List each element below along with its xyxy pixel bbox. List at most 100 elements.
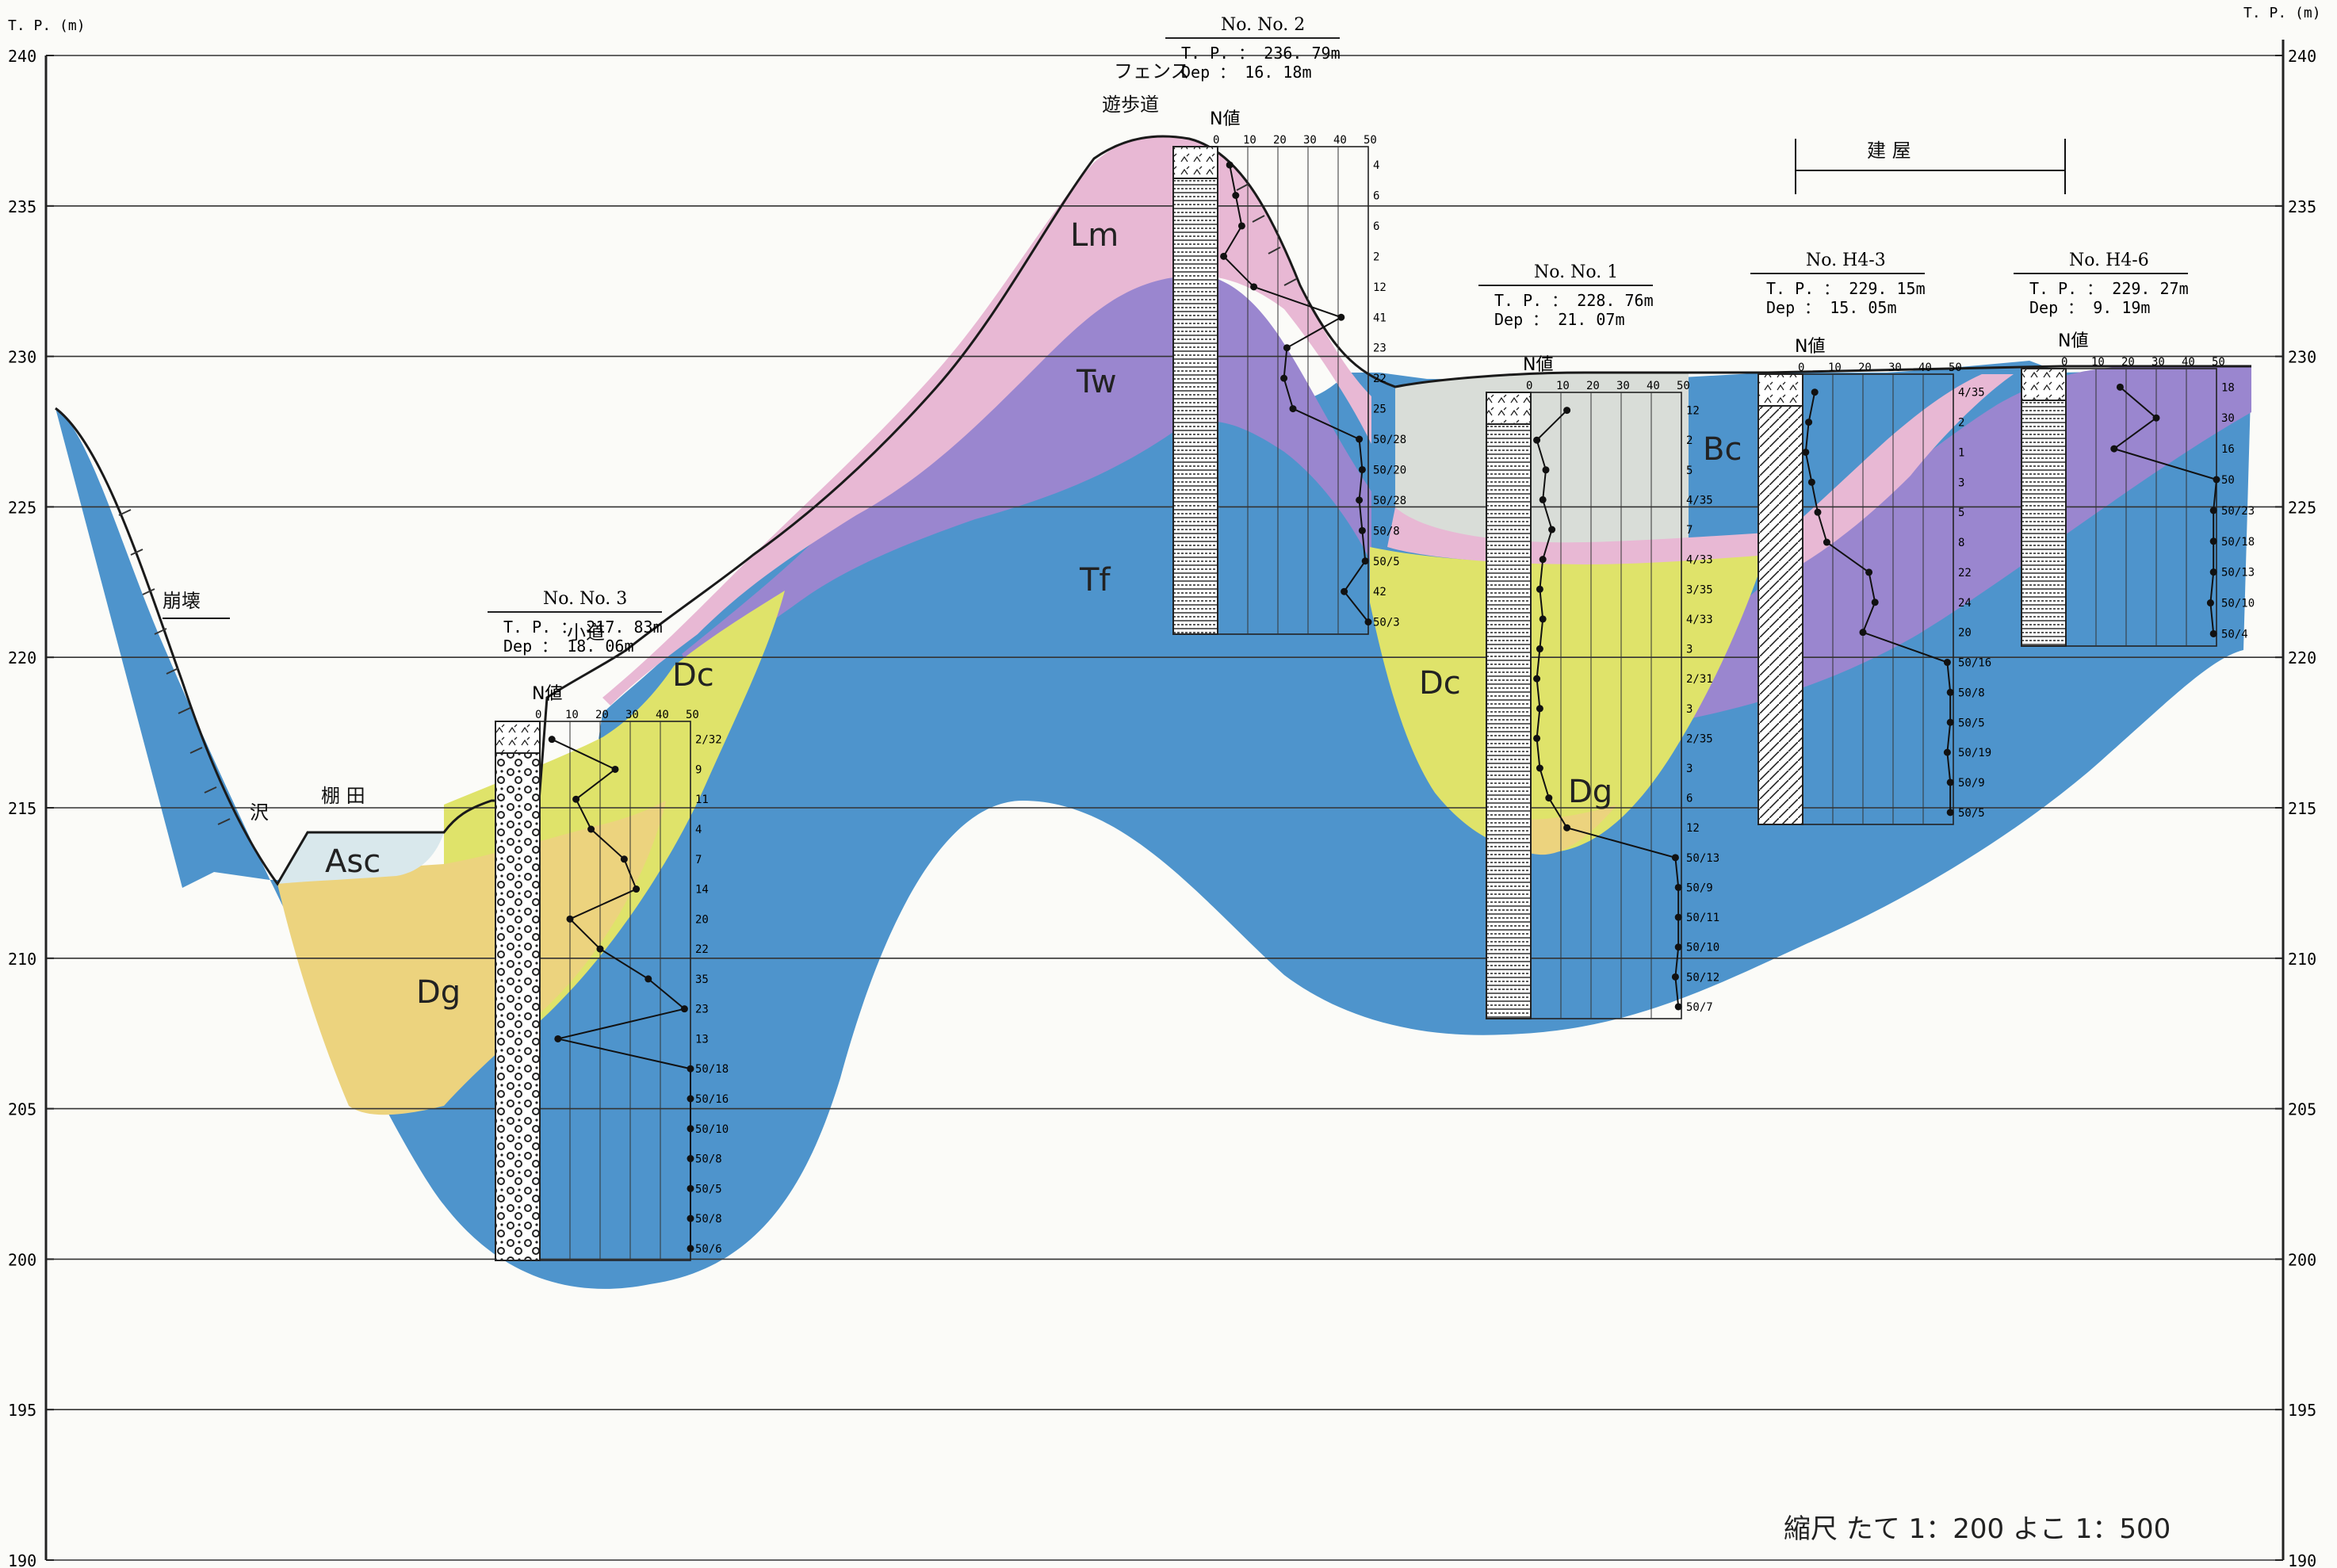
elevation-label-left: 220	[8, 648, 36, 667]
n-value: 9	[695, 763, 702, 776]
n-value: 20	[1958, 627, 1972, 640]
n-scale-tick: 50	[1364, 134, 1377, 147]
n-value: 42	[1373, 586, 1387, 599]
n-scale-tick: 0	[1213, 134, 1219, 147]
n-value-point	[1356, 435, 1364, 443]
building-label: 建 屋	[1867, 140, 1911, 162]
n-value: 50/5	[695, 1183, 722, 1195]
stream-label: 沢	[250, 801, 269, 824]
n-value-curve	[551, 738, 691, 1249]
n-value-point	[687, 1125, 694, 1133]
label-dc-right: Dc	[1419, 665, 1461, 702]
n-value-point	[1220, 252, 1228, 260]
borehole-column	[1486, 392, 1532, 1019]
n-scale-tick: 50	[1949, 361, 1962, 374]
n-value: 35	[695, 973, 709, 986]
n-scale-tick: 40	[1918, 361, 1932, 374]
n-value: 50/12	[1686, 971, 1719, 984]
elevation-label-left: 190	[8, 1551, 36, 1568]
path-label: 小道	[567, 621, 605, 644]
terraced-field-label: 棚 田	[321, 785, 365, 807]
n-value-point	[2116, 383, 2124, 391]
elevation-label-right: 225	[2288, 498, 2316, 517]
elevation-label-right: 220	[2288, 648, 2316, 667]
n-value-point	[1542, 466, 1550, 474]
n-value-point	[1364, 618, 1372, 626]
n-scale-tick: 30	[1888, 361, 1902, 374]
elevation-label-left: 240	[8, 47, 36, 66]
n-value-point	[1250, 283, 1258, 291]
label-tw: Tw	[1076, 364, 1117, 400]
n-value: 50/18	[695, 1063, 729, 1076]
n-value: 22	[1373, 373, 1387, 385]
n-scale-tick: 40	[1333, 134, 1347, 147]
n-scale-tick: 30	[1616, 380, 1630, 392]
elevation-label-left: 205	[8, 1100, 36, 1119]
n-value-point	[1536, 585, 1543, 593]
n-value: 50/13	[1686, 852, 1719, 865]
label-bc: Bc	[1703, 431, 1742, 468]
n-value-point	[1563, 824, 1571, 832]
n-value: 4/35	[1958, 387, 1985, 400]
n-value-graph	[1802, 373, 1954, 825]
n-value: 22	[1958, 567, 1972, 579]
n-value: 3	[1958, 476, 1964, 489]
n-value: 50/11	[1686, 912, 1719, 924]
n-scale-tick: 10	[2091, 356, 2105, 369]
n-value-point	[1536, 645, 1543, 653]
n-value: 2	[1958, 417, 1964, 430]
n-value: 30	[2221, 412, 2235, 425]
n-value: 11	[695, 794, 709, 806]
layer-dc-right	[1370, 547, 1768, 853]
n-value-point	[2209, 568, 2217, 576]
elevation-label-right: 190	[2288, 1551, 2316, 1568]
n-value: 2/31	[1686, 673, 1713, 686]
n-scale-tick: 40	[2182, 356, 2195, 369]
n-scale-tick: 50	[1677, 380, 1690, 392]
n-value-point	[572, 795, 580, 803]
n-value: 12	[1373, 281, 1387, 294]
layer-bc	[1395, 373, 1689, 555]
n-value: 25	[1373, 403, 1387, 416]
borehole-depth: Dep ： 21. 07m	[1494, 310, 1625, 329]
n-value-point	[1232, 192, 1240, 199]
n-value: 50/4	[2221, 628, 2248, 641]
borehole-depth: Dep ： 16. 18m	[1181, 63, 1312, 82]
borehole-name: No. No. 3	[543, 589, 627, 609]
n-scale-tick: 0	[2061, 356, 2067, 369]
elevation-label-right: 215	[2288, 799, 2316, 818]
n-value-point	[566, 915, 574, 923]
n-value: 50/5	[1958, 717, 1985, 729]
n-value-point	[1943, 659, 1951, 667]
borehole-tp: T. P. ： 217. 83m	[503, 618, 663, 637]
n-value-point	[1289, 405, 1297, 413]
borehole-column	[1172, 146, 1218, 635]
n-value-point	[1814, 508, 1822, 516]
n-value: 50/18	[2221, 536, 2255, 549]
n-value: 6	[1373, 220, 1379, 233]
n-value: 50/28	[1373, 434, 1406, 446]
n-value-point	[1674, 883, 1682, 891]
n-scale-tick: 30	[1303, 134, 1317, 147]
n-value: 50/13	[2221, 567, 2255, 579]
n-value-point	[587, 825, 595, 833]
n-value-point	[1943, 748, 1951, 756]
borehole-tp: T. P. ： 229. 27m	[2029, 279, 2189, 298]
n-value: 50	[2221, 474, 2235, 487]
promenade-label: 遊歩道	[1102, 94, 1159, 116]
n-value-label: N値	[2058, 331, 2088, 351]
n-value: 4	[1373, 159, 1379, 172]
n-value: 50/23	[2221, 505, 2255, 518]
n-value: 5	[1958, 507, 1964, 519]
n-value-point	[1865, 568, 1873, 576]
n-value: 6	[1686, 793, 1693, 805]
n-value-point	[687, 1184, 694, 1192]
elevation-label-left: 225	[8, 498, 36, 517]
n-value-point	[1358, 465, 1366, 473]
